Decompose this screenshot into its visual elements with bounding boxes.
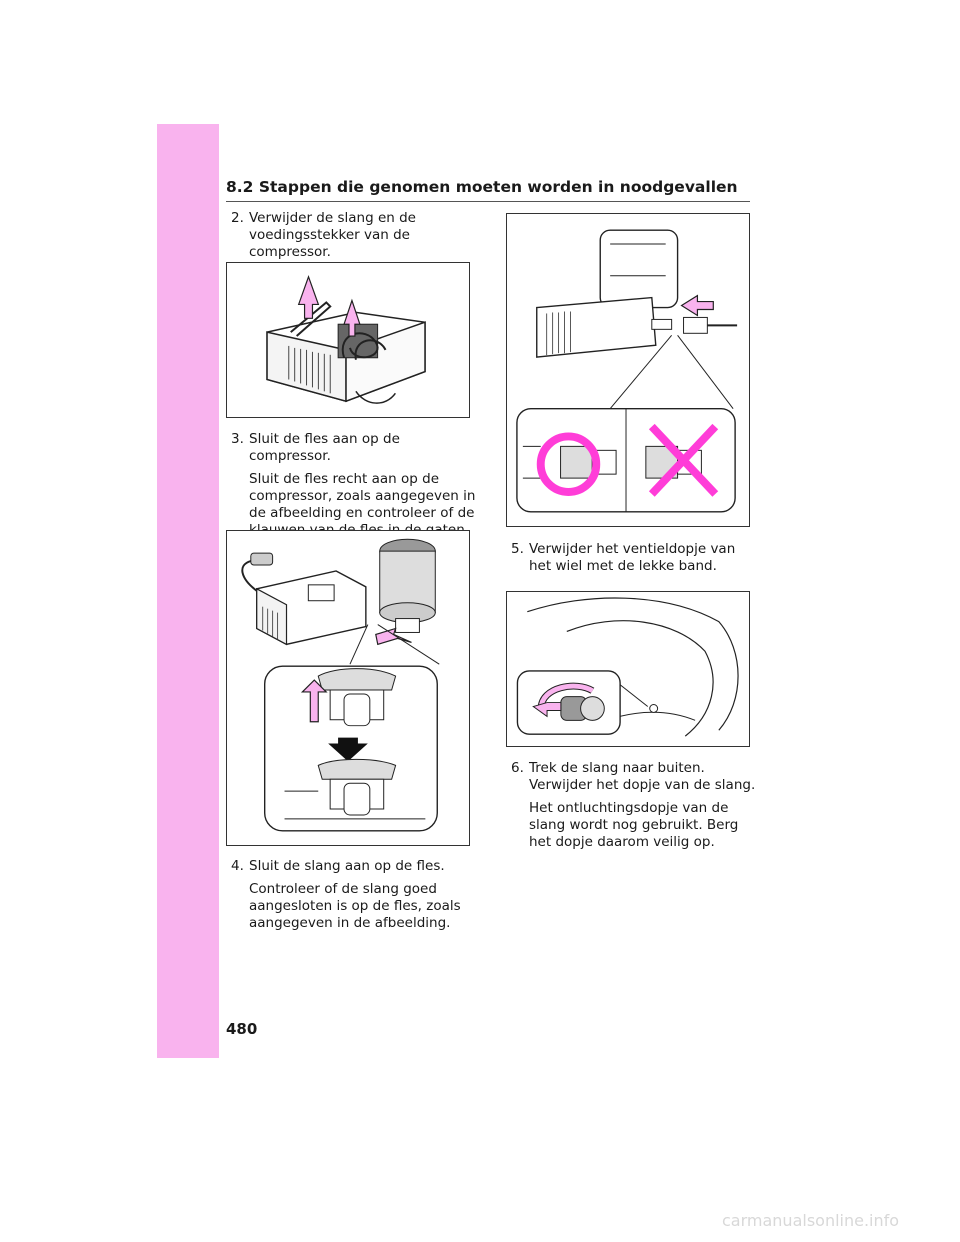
step-note: Het ontluchtingsdopje van de slang wordt… [529,800,739,850]
step-number: 4. [231,858,244,874]
bottle-compressor-illustration [241,538,440,832]
step-4: 4. Sluit de slang aan op de fles. Control… [231,858,476,932]
compressor-illustration [266,275,426,404]
section-title: 8.2 Stappen die genomen moeten worden in… [226,178,738,196]
step-text: Verwijder het ventieldopje van het wiel … [529,541,736,574]
step-2: 2. Verwijder de slang en de voedingsstekk… [231,210,471,261]
step-text: Sluit de fles aan op de compressor. [249,431,400,464]
figure-hose-connect [506,213,750,527]
step-6: 6. Trek de slang naar buiten. Verwijder h… [511,760,756,851]
figure-compressor-remove-hose [226,262,470,418]
hose-connect-illustration [516,229,738,513]
figure-valve-cap [506,591,750,747]
watermark-logo: carmanualsonline.info [722,1211,899,1230]
header-divider [226,201,750,202]
step-5: 5. Verwijder het ventieldopje van het wie… [511,541,756,575]
step-number: 2. [231,210,244,226]
page-number: 480 [226,1020,258,1038]
svg-text:carmanualsonline.info: carmanualsonline.info [722,1211,899,1230]
valve-cap-illustration [516,597,739,737]
step-number: 3. [231,431,244,447]
section-side-tab [157,124,219,1058]
step-note: Controleer of de slang goed aangesloten … [249,881,461,931]
step-number: 6. [511,760,524,776]
step-text: Verwijder de slang en de voedingsstekker… [249,210,416,260]
step-text: Trek de slang naar buiten. Verwijder het… [529,760,756,793]
step-text: Sluit de slang aan op de fles. [249,858,445,874]
figure-bottle-connect [226,530,470,846]
watermark: carmanualsonline.info [722,1208,952,1236]
step-number: 5. [511,541,524,557]
page-header: 8.2 Stappen die genomen moeten worden in… [226,178,750,202]
